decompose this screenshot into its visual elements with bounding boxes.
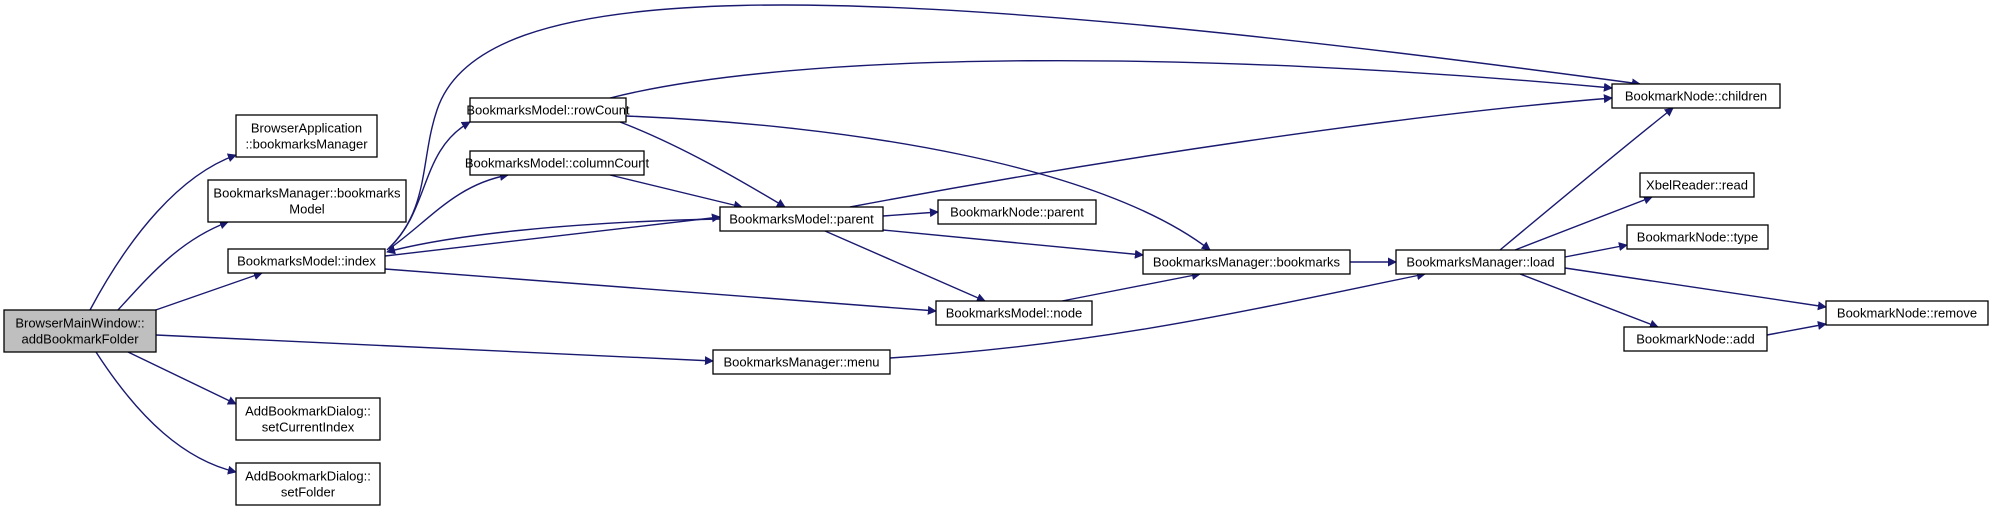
node-box	[1142, 249, 1351, 275]
node-label: BookmarksModel::parent	[729, 212, 874, 227]
node-label: BookmarksModel::node	[946, 306, 1083, 321]
node-bookmarksmanager-menu[interactable]: BookmarksManager::menu	[712, 349, 891, 375]
node-label: AddBookmarkDialog::	[245, 469, 371, 484]
edge-layer	[89, 4, 1827, 475]
node-label: BookmarkNode::add	[1636, 332, 1755, 347]
edge-bookmarksmodel-index-to-bookmarksmodel-columncount	[388, 172, 509, 250]
node-label: BookmarkNode::type	[1637, 230, 1758, 245]
edge-bookmarknode-add-to-bookmarknode-remove	[1766, 321, 1827, 336]
node-bookmarknode-remove[interactable]: BookmarkNode::remove	[1825, 300, 1989, 326]
node-box	[469, 97, 627, 123]
edge-browsermainwindow-addbookmarkfolder-to-bookmarksmodel-index	[149, 271, 263, 313]
node-label: Model	[289, 202, 325, 217]
edge-bookmarksmanager-load-to-xbelreader-read	[1514, 195, 1653, 251]
node-bookmarknode-type[interactable]: BookmarkNode::type	[1626, 224, 1769, 250]
node-label: BookmarksManager::bookmarks	[213, 186, 401, 201]
node-addbookmarkdialog-setfolder[interactable]: AddBookmarkDialog::setFolder	[235, 462, 381, 506]
node-xbelreader-read[interactable]: XbelReader::read	[1639, 172, 1755, 198]
node-box	[227, 248, 386, 274]
node-label: BookmarksManager::menu	[723, 355, 879, 370]
edge-bookmarksmodel-index-to-bookmarksmodel-node	[384, 268, 937, 315]
node-bookmarknode-add[interactable]: BookmarkNode::add	[1623, 326, 1768, 352]
edge-bookmarksmodel-rowcount-to-bookmarknode-children	[609, 59, 1613, 99]
node-label: BookmarksModel::columnCount	[465, 156, 650, 171]
node-bookmarksmanager-load[interactable]: BookmarksManager::load	[1395, 249, 1566, 275]
node-bookmarknode-parent[interactable]: BookmarkNode::parent	[937, 199, 1097, 225]
edge-bookmarksmodel-columncount-to-bookmarksmodel-parent	[609, 174, 743, 210]
edge-browsermainwindow-addbookmarkfolder-to-bookmarksmanager-bookmarksmodel	[117, 220, 229, 311]
node-browserapplication-bookmarksmanager[interactable]: BrowserApplication::bookmarksManager	[235, 114, 378, 158]
node-label: addBookmarkFolder	[21, 332, 139, 347]
node-label: setCurrentIndex	[262, 420, 355, 435]
node-bookmarknode-children[interactable]: BookmarkNode::children	[1611, 83, 1781, 109]
node-box	[1639, 172, 1755, 198]
edge-bookmarksmanager-menu-to-bookmarksmanager-load	[889, 271, 1426, 359]
edge-bookmarksmodel-parent-to-bookmarksmodel-index	[386, 218, 721, 255]
edge-bookmarksmodel-index-to-bookmarksmodel-parent	[384, 213, 721, 257]
node-box	[1395, 249, 1566, 275]
node-box	[3, 309, 157, 353]
edge-bookmarksmodel-rowcount-to-bookmarksmanager-bookmarks	[625, 115, 1211, 251]
node-box	[235, 397, 381, 441]
edge-browsermainwindow-addbookmarkfolder-to-addbookmarkdialog-setfolder	[95, 351, 237, 475]
node-addbookmarkdialog-setcurrentindex[interactable]: AddBookmarkDialog::setCurrentIndex	[235, 397, 381, 441]
node-bookmarksmanager-bookmarks[interactable]: BookmarksManager::bookmarks	[1142, 249, 1351, 275]
node-box	[235, 462, 381, 506]
edge-bookmarksmanager-load-to-bookmarknode-type	[1564, 242, 1628, 258]
edge-bookmarksmanager-load-to-bookmarknode-add	[1519, 273, 1659, 329]
node-box	[719, 206, 884, 232]
node-box	[1626, 224, 1769, 250]
edge-bookmarksmodel-parent-to-bookmarknode-parent	[882, 208, 939, 218]
node-box	[1611, 83, 1781, 109]
node-label: BrowserMainWindow::	[15, 316, 144, 331]
edge-bookmarksmodel-index-to-bookmarknode-children	[386, 4, 1641, 251]
edge-bookmarksmodel-index-to-bookmarksmodel-rowcount	[388, 121, 471, 249]
node-bookmarksmodel-index[interactable]: BookmarksModel::index	[227, 248, 386, 274]
node-label: BookmarkNode::children	[1625, 89, 1767, 104]
edge-bookmarksmodel-parent-to-bookmarksmodel-node	[824, 230, 986, 302]
node-label: setFolder	[281, 485, 336, 500]
node-bookmarksmodel-parent[interactable]: BookmarksModel::parent	[719, 206, 884, 232]
node-label: BrowserApplication	[251, 121, 362, 136]
edge-bookmarksmanager-load-to-bookmarknode-remove	[1564, 267, 1827, 311]
node-label: BookmarkNode::parent	[950, 205, 1084, 220]
edge-bookmarksmodel-rowcount-to-bookmarksmodel-parent	[619, 121, 786, 208]
edge-bookmarksmodel-node-to-bookmarksmanager-bookmarks	[1061, 271, 1201, 302]
node-label: AddBookmarkDialog::	[245, 404, 371, 419]
node-box	[935, 300, 1093, 326]
edge-bookmarksmodel-parent-to-bookmarknode-children	[849, 94, 1613, 208]
node-bookmarksmodel-rowcount[interactable]: BookmarksModel::rowCount	[466, 97, 630, 123]
node-bookmarksmodel-columncount[interactable]: BookmarksModel::columnCount	[465, 150, 650, 176]
node-box	[712, 349, 891, 375]
node-layer: BrowserMainWindow::addBookmarkFolderBrow…	[3, 83, 1989, 506]
node-label: BookmarksModel::index	[237, 254, 376, 269]
node-bookmarksmodel-node[interactable]: BookmarksModel::node	[935, 300, 1093, 326]
node-box	[207, 179, 407, 223]
edge-bookmarksmodel-parent-to-bookmarksmanager-bookmarks	[882, 229, 1144, 259]
node-label: BookmarksManager::bookmarks	[1153, 255, 1341, 270]
edge-browsermainwindow-addbookmarkfolder-to-bookmarksmanager-menu	[155, 334, 714, 366]
node-box	[469, 150, 645, 176]
edge-browsermainwindow-addbookmarkfolder-to-addbookmarkdialog-setcurrentindex	[127, 351, 237, 405]
node-label: XbelReader::read	[1646, 178, 1748, 193]
node-box	[235, 114, 378, 158]
node-label: BookmarksModel::rowCount	[466, 103, 630, 118]
edge-browsermainwindow-addbookmarkfolder-to-browserapplication-bookmarksmanager	[89, 153, 237, 311]
node-label: BookmarksManager::load	[1406, 255, 1554, 270]
node-label: ::bookmarksManager	[245, 137, 368, 152]
node-box	[1825, 300, 1989, 326]
node-browsermainwindow-addbookmarkfolder[interactable]: BrowserMainWindow::addBookmarkFolder	[3, 309, 157, 353]
edge-bookmarksmanager-load-to-bookmarknode-children	[1499, 107, 1674, 251]
node-box	[1623, 326, 1768, 352]
node-box	[937, 199, 1097, 225]
node-label: BookmarkNode::remove	[1837, 306, 1977, 321]
